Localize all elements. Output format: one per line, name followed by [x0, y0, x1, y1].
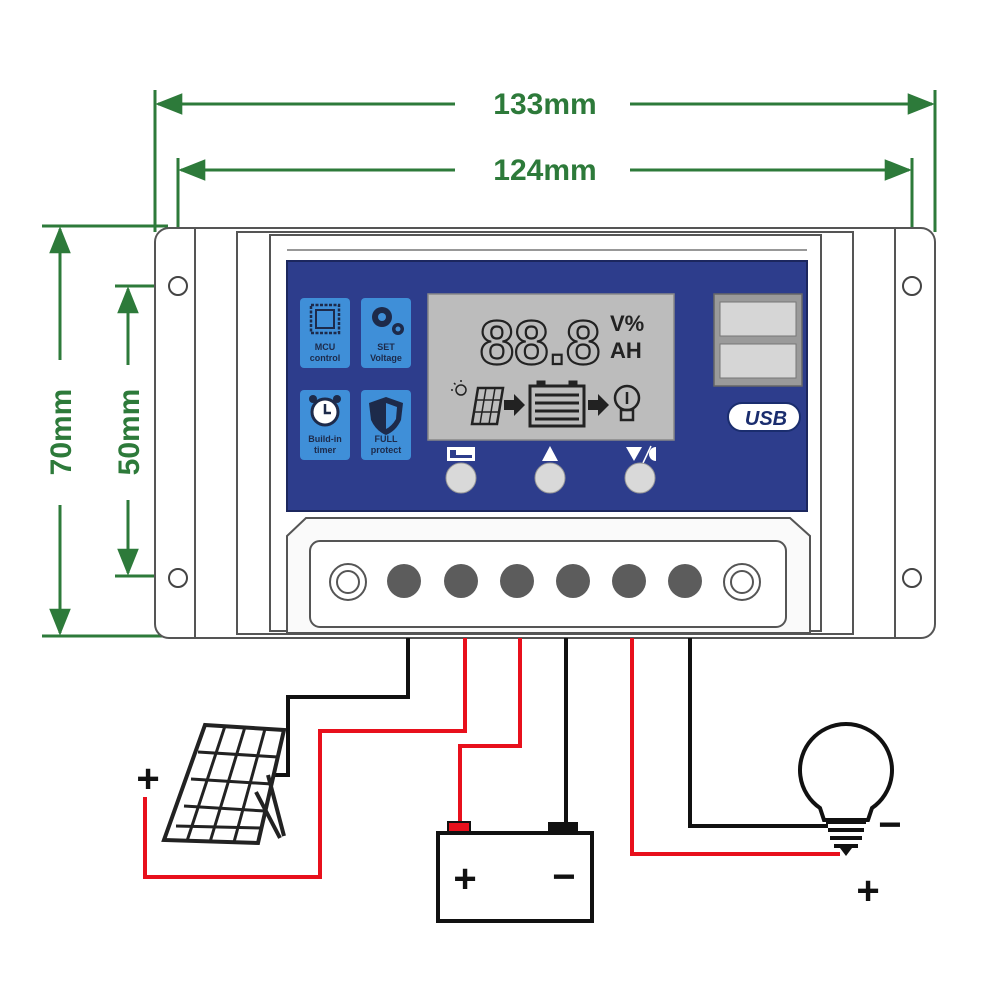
badge-protect-line1: FULL — [375, 434, 398, 444]
usb-label: USB — [745, 408, 787, 430]
usb-port-bottom — [719, 343, 797, 379]
shield-icon — [369, 397, 403, 435]
lcd-unit-bottom: AH — [610, 338, 642, 363]
badge-timer: Build-in timer — [300, 390, 350, 460]
width-124-label: 124mm — [493, 154, 596, 187]
mount-hole-bottom-left — [168, 568, 188, 588]
lcd-battery-icon — [528, 380, 586, 428]
battery-icon — [436, 821, 594, 923]
wire-battery-positive — [458, 638, 522, 825]
lcd-bulb-icon — [613, 384, 641, 422]
badge-mcu: MCU control — [300, 298, 350, 368]
terminal-battery-negative — [556, 564, 590, 598]
chip-icon — [309, 303, 341, 335]
terminal-load-negative — [668, 564, 702, 598]
usb-ports — [713, 293, 803, 387]
badge-set-line2: Voltage — [370, 353, 402, 363]
wire-solar-positive — [143, 638, 467, 879]
terminal-screws — [329, 563, 761, 601]
solar-panel-icon — [161, 722, 287, 846]
wire-solar-negative — [272, 638, 410, 777]
load-plus-sign: + — [856, 869, 879, 913]
gear-icon — [372, 307, 404, 335]
usb-logo: USB — [727, 402, 801, 432]
badge-set-voltage: SET Voltage — [361, 298, 411, 368]
badge-set-line1: SET — [377, 342, 395, 352]
badge-mcu-line1: MCU — [315, 342, 336, 352]
badge-protect-line2: protect — [371, 445, 402, 455]
usb-port-top — [719, 301, 797, 337]
lcd-solar-icon — [451, 380, 505, 426]
lcd-digits: 88.8 — [480, 309, 601, 378]
solar-plus-sign: + — [136, 757, 159, 801]
lcd-display: 88.8 V% AH — [427, 293, 675, 441]
badge-timer-line1: Build-in — [308, 434, 342, 444]
lcd-arrow-icon — [588, 394, 609, 416]
mount-hole-bottom-right — [902, 568, 922, 588]
down-button[interactable] — [624, 462, 656, 494]
mounting-holes — [168, 276, 922, 588]
up-triangle-icon — [542, 446, 558, 461]
lcd-arrow-icon — [504, 394, 525, 416]
screw-left — [329, 563, 367, 601]
height-70-label: 70mm — [45, 389, 78, 476]
terminal-solar-negative — [387, 564, 421, 598]
menu-icon — [447, 447, 475, 461]
alarm-clock-icon — [309, 395, 341, 427]
menu-button[interactable] — [445, 462, 477, 494]
mount-hole-top-right — [902, 276, 922, 296]
terminal-solar-positive — [444, 564, 478, 598]
badge-full-protect: FULL protect — [361, 390, 411, 460]
dimension-annotations — [42, 90, 937, 638]
wire-load-negative — [688, 638, 828, 828]
terminal-block — [286, 517, 811, 634]
load-minus-sign: − — [878, 803, 901, 847]
terminal-battery-positive — [500, 564, 534, 598]
terminal-load-positive — [612, 564, 646, 598]
battery-plus-sign: + — [453, 857, 476, 901]
light-bulb-icon — [798, 722, 894, 856]
width-133-label: 133mm — [493, 88, 596, 121]
lcd-unit-top: V% — [610, 311, 644, 336]
down-light-icon — [626, 445, 656, 464]
screw-right — [723, 563, 761, 601]
battery-minus-sign: − — [552, 855, 575, 899]
height-50-label: 50mm — [113, 389, 146, 476]
up-button[interactable] — [534, 462, 566, 494]
wire-load-positive — [630, 638, 840, 856]
badge-timer-line2: timer — [314, 445, 337, 455]
badge-mcu-line2: control — [310, 353, 341, 363]
mount-hole-top-left — [168, 276, 188, 296]
